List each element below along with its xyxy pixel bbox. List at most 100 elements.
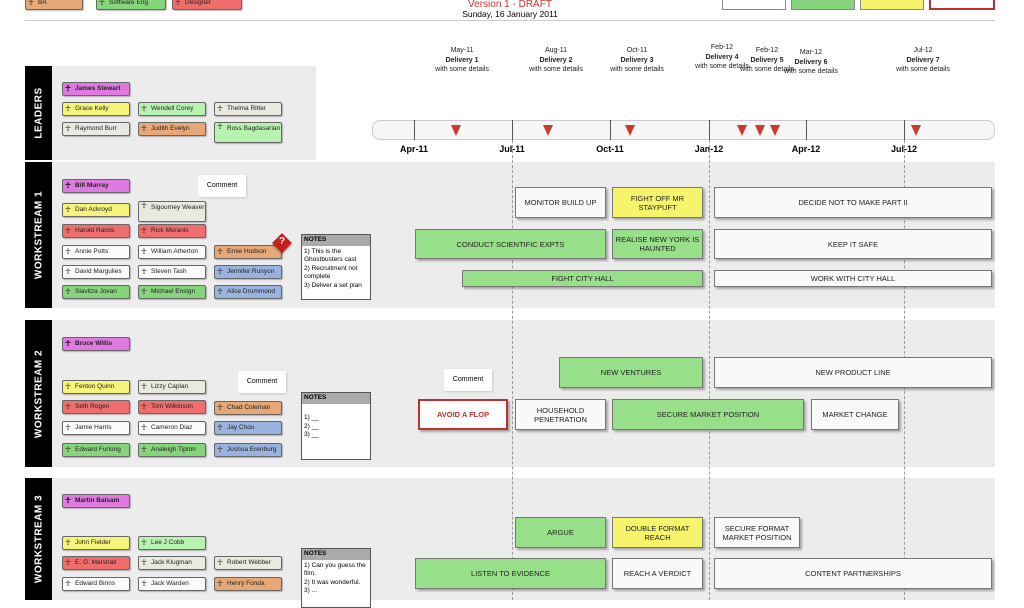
person-card[interactable]: ☥Jack Klugman [138, 556, 206, 570]
person-card[interactable]: ☥John Fielder [62, 536, 130, 550]
task-bar[interactable]: CONDUCT SCIENTIFIC EXPTS [415, 229, 606, 259]
person-card[interactable]: ☥E. G. Marshall [62, 556, 130, 570]
person-card[interactable]: ☥Harold Ramis [62, 224, 130, 238]
legend-label: BA [38, 0, 47, 6]
task-bar[interactable]: LISTEN TO EVIDENCE [415, 558, 606, 589]
timeline-tick [414, 120, 415, 140]
person-card[interactable]: ☥Edward Binns [62, 577, 130, 591]
task-bar[interactable]: SECURE MARKET POSITION [612, 399, 804, 430]
task-bar[interactable]: SECURE FORMAT MARKET POSITION [714, 517, 800, 548]
person-card[interactable]: ☥Judith Evelyn [138, 122, 206, 136]
person-card[interactable]: ☥Ernie Hudson [214, 245, 282, 259]
task-bar[interactable]: FIGHT CITY HALL [462, 270, 703, 287]
timeline-tick-label: Oct-11 [596, 144, 624, 154]
person-card[interactable]: ☥Jack Warden [138, 577, 206, 591]
person-name: Lee J Cobb [151, 539, 185, 546]
comment-callout[interactable]: Comment [444, 369, 492, 391]
person-name: Raymond Burr [75, 125, 117, 132]
task-bar[interactable]: MONITOR BUILD UP [515, 187, 606, 218]
timeline-tick-label: Jul-11 [499, 144, 525, 154]
person-card[interactable]: ☥James Stewart [62, 82, 130, 96]
person-card[interactable]: ☥Martin Balsam [62, 494, 130, 508]
task-bar[interactable]: AVOID A FLOP [418, 399, 508, 430]
key-box-yellow [860, 0, 924, 10]
person-card[interactable]: ☥William Atherton [138, 245, 206, 259]
person-name: Jamie Harris [75, 424, 112, 431]
task-bar[interactable]: ARGUE [515, 517, 606, 548]
person-card[interactable]: ☥Cameron Diaz [138, 421, 206, 435]
person-card[interactable]: ☥Grace Kelly [62, 102, 130, 116]
task-bar[interactable]: KEEP IT SAFE [714, 229, 992, 259]
task-bar[interactable]: HOUSEHOLD PENETRATION [515, 399, 606, 430]
task-bar[interactable]: WORK WITH CITY HALL [714, 270, 992, 287]
person-card[interactable]: ☥Thelma Ritter [214, 102, 282, 116]
key-box-green [791, 0, 855, 10]
milestone-arrow-icon[interactable] [737, 125, 747, 136]
task-bar[interactable]: MARKET CHANGE [811, 399, 899, 430]
person-name: David Margulies [75, 268, 122, 275]
person-card[interactable]: ☥Joshua Erenburg [214, 443, 282, 457]
task-bar[interactable]: DOUBLE FORMAT REACH [612, 517, 703, 548]
person-card[interactable]: ☥Bruce Willis [62, 337, 130, 351]
person-card[interactable]: ☥Sigourney Weaver [138, 201, 206, 222]
person-icon: ☥ [217, 267, 223, 276]
person-icon: ☥ [65, 579, 71, 588]
task-bar[interactable]: NEW PRODUCT LINE [714, 357, 992, 388]
person-card[interactable]: ☥Steven Tash [138, 265, 206, 279]
person-card[interactable]: ☥Raymond Burr [62, 122, 130, 136]
milestone-arrow-icon[interactable] [543, 125, 553, 136]
person-card[interactable]: ☥Dan Ackroyd [62, 203, 130, 217]
milestone-arrow-icon[interactable] [451, 125, 461, 136]
comment-callout[interactable]: Comment [238, 371, 286, 393]
person-card[interactable]: ☥Bill Murray [62, 179, 130, 193]
person-card[interactable]: ☥Lee J Cobb [138, 536, 206, 550]
timeline-tick-label: Apr-12 [791, 144, 821, 154]
person-card[interactable]: ☥Seth Rogen [62, 400, 130, 414]
person-icon: ☥ [65, 104, 71, 113]
task-bar[interactable]: NEW VENTURES [559, 357, 703, 388]
comment-callout[interactable]: Comment [198, 175, 246, 197]
task-bar[interactable]: FIGHT OFF MR STAYPUFT [612, 187, 703, 218]
person-card[interactable]: ☥Chad Coleman [214, 401, 282, 415]
task-bar[interactable]: REALISE NEW YORK IS HAUNTED [612, 229, 703, 259]
person-card[interactable]: ☥Henry Fonda [214, 577, 282, 591]
person-icon: ☥ [141, 579, 147, 588]
person-name: Wendell Corey [151, 105, 194, 112]
person-card[interactable]: ☥Fenton Quinn [62, 380, 130, 394]
task-bar[interactable]: REACH A VERDICT [612, 558, 703, 589]
person-card[interactable]: ☥Rick Moranis [138, 224, 206, 238]
person-card[interactable]: ☥Wendell Corey [138, 102, 206, 116]
legend-chip: ☥BA [25, 0, 83, 10]
workstream-2-label: WORKSTREAM 2 [25, 320, 52, 467]
person-card[interactable]: ☥Michael Ensign [138, 285, 206, 299]
person-card[interactable]: ☥Tom Wilkinson [138, 400, 206, 414]
person-card[interactable]: ☥Robert Webber [214, 556, 282, 570]
person-card[interactable]: ☥Alice Drummond [214, 285, 282, 299]
person-icon: ☥ [65, 287, 71, 296]
person-name: Chad Coleman [227, 404, 271, 411]
person-name: James Stewart [75, 85, 121, 92]
person-card[interactable]: ☥Jennifer Runyon [214, 265, 282, 279]
person-card[interactable]: ☥Lizzy Caplan [138, 380, 206, 394]
person-icon: ☥ [175, 0, 181, 7]
person-card[interactable]: ☥David Margulies [62, 265, 130, 279]
person-card[interactable]: ☥Annie Potts [62, 245, 130, 259]
person-icon: ☥ [217, 423, 223, 432]
milestone-arrow-icon[interactable] [755, 125, 765, 136]
person-card[interactable]: ☥Ross Bagdasarian [214, 122, 282, 143]
task-bar[interactable]: DECIDE NOT TO MAKE PART II [714, 187, 992, 218]
milestone-arrow-icon[interactable] [911, 125, 921, 136]
person-icon: ☥ [65, 423, 71, 432]
person-name: Annie Potts [75, 248, 109, 255]
person-name: Sigourney Weaver [151, 204, 205, 211]
milestone-arrow-icon[interactable] [625, 125, 635, 136]
person-card[interactable]: ☥Slavitza Jovan [62, 285, 130, 299]
milestone-arrow-icon[interactable] [770, 125, 780, 136]
person-card[interactable]: ☥Edward Furlong [62, 443, 130, 457]
person-card[interactable]: ☥ Jamie Harris [62, 421, 130, 435]
task-bar[interactable]: CONTENT PARTNERSHIPS [714, 558, 992, 589]
person-card[interactable]: ☥Jay Chou [214, 421, 282, 435]
person-card[interactable]: ☥Analeigh Tipton [138, 443, 206, 457]
